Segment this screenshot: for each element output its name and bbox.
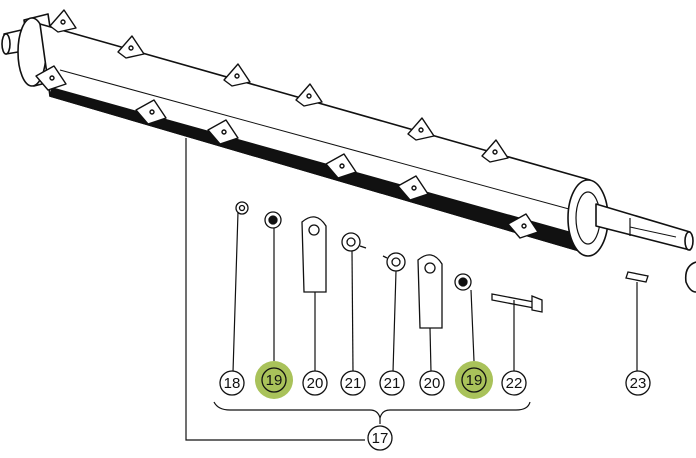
callout-label: 19 [466, 372, 483, 389]
callout-label: 18 [224, 375, 241, 392]
callout-20: 20 [302, 370, 328, 396]
callout-20: 20 [419, 370, 445, 396]
callout-18: 18 [219, 370, 245, 396]
drum-lug [325, 153, 357, 179]
part-flail-20b [417, 254, 443, 329]
drum-lug [35, 65, 67, 91]
callout-19-highlighted: 19 [455, 361, 493, 399]
part-washer-18 [235, 201, 249, 215]
callout-circle [501, 370, 527, 396]
callout-21: 21 [340, 370, 366, 396]
callout-21: 21 [379, 370, 405, 396]
callout-circle [302, 370, 328, 396]
callout-circle [340, 370, 366, 396]
drum-lug [223, 63, 251, 87]
part-bushing-19b [454, 273, 472, 291]
part-flail-20a [301, 216, 327, 293]
callout-label: 20 [424, 375, 441, 392]
drum-lug [507, 213, 539, 239]
drum-lug [397, 175, 429, 201]
drum-lug [117, 35, 145, 59]
callout-label: 21 [384, 375, 401, 392]
callout-label: 22 [506, 375, 523, 392]
part-bolt-22 [491, 293, 543, 313]
drum-lug [407, 117, 435, 141]
drum-lug [49, 9, 77, 33]
callout-circle [461, 367, 487, 393]
drum-lug [481, 139, 509, 163]
part-nut-21a [341, 232, 367, 252]
callout-19-highlighted: 19 [255, 361, 293, 399]
small-parts [235, 201, 649, 329]
callout-22: 22 [501, 370, 527, 396]
rotor-shaft [1, 13, 696, 293]
callout-circle [625, 370, 651, 396]
part-bushing-19a [264, 211, 282, 229]
leader-lines [185, 138, 638, 441]
drum-lug [295, 83, 323, 107]
part-nut-21b [382, 252, 406, 272]
callout-circle [379, 370, 405, 396]
drum-lug [207, 119, 239, 145]
callout-23: 23 [625, 370, 651, 396]
callout-label: 20 [307, 375, 324, 392]
callout-group: 18 19 20 21 21 20 19 22 23 17 [219, 361, 651, 451]
callout-circle [261, 367, 287, 393]
callout-label: 23 [630, 375, 647, 392]
part-key-23 [625, 271, 649, 283]
drum-lugs [35, 9, 539, 239]
callout-highlight [455, 361, 493, 399]
callout-label: 21 [345, 375, 362, 392]
callout-highlight [255, 361, 293, 399]
callout-circle [367, 425, 393, 451]
callout-17: 17 [367, 425, 393, 451]
callout-label: 17 [372, 430, 389, 447]
drum-lug [135, 99, 167, 125]
callout-label: 19 [266, 372, 283, 389]
callout-circle [419, 370, 445, 396]
callout-circle [219, 370, 245, 396]
